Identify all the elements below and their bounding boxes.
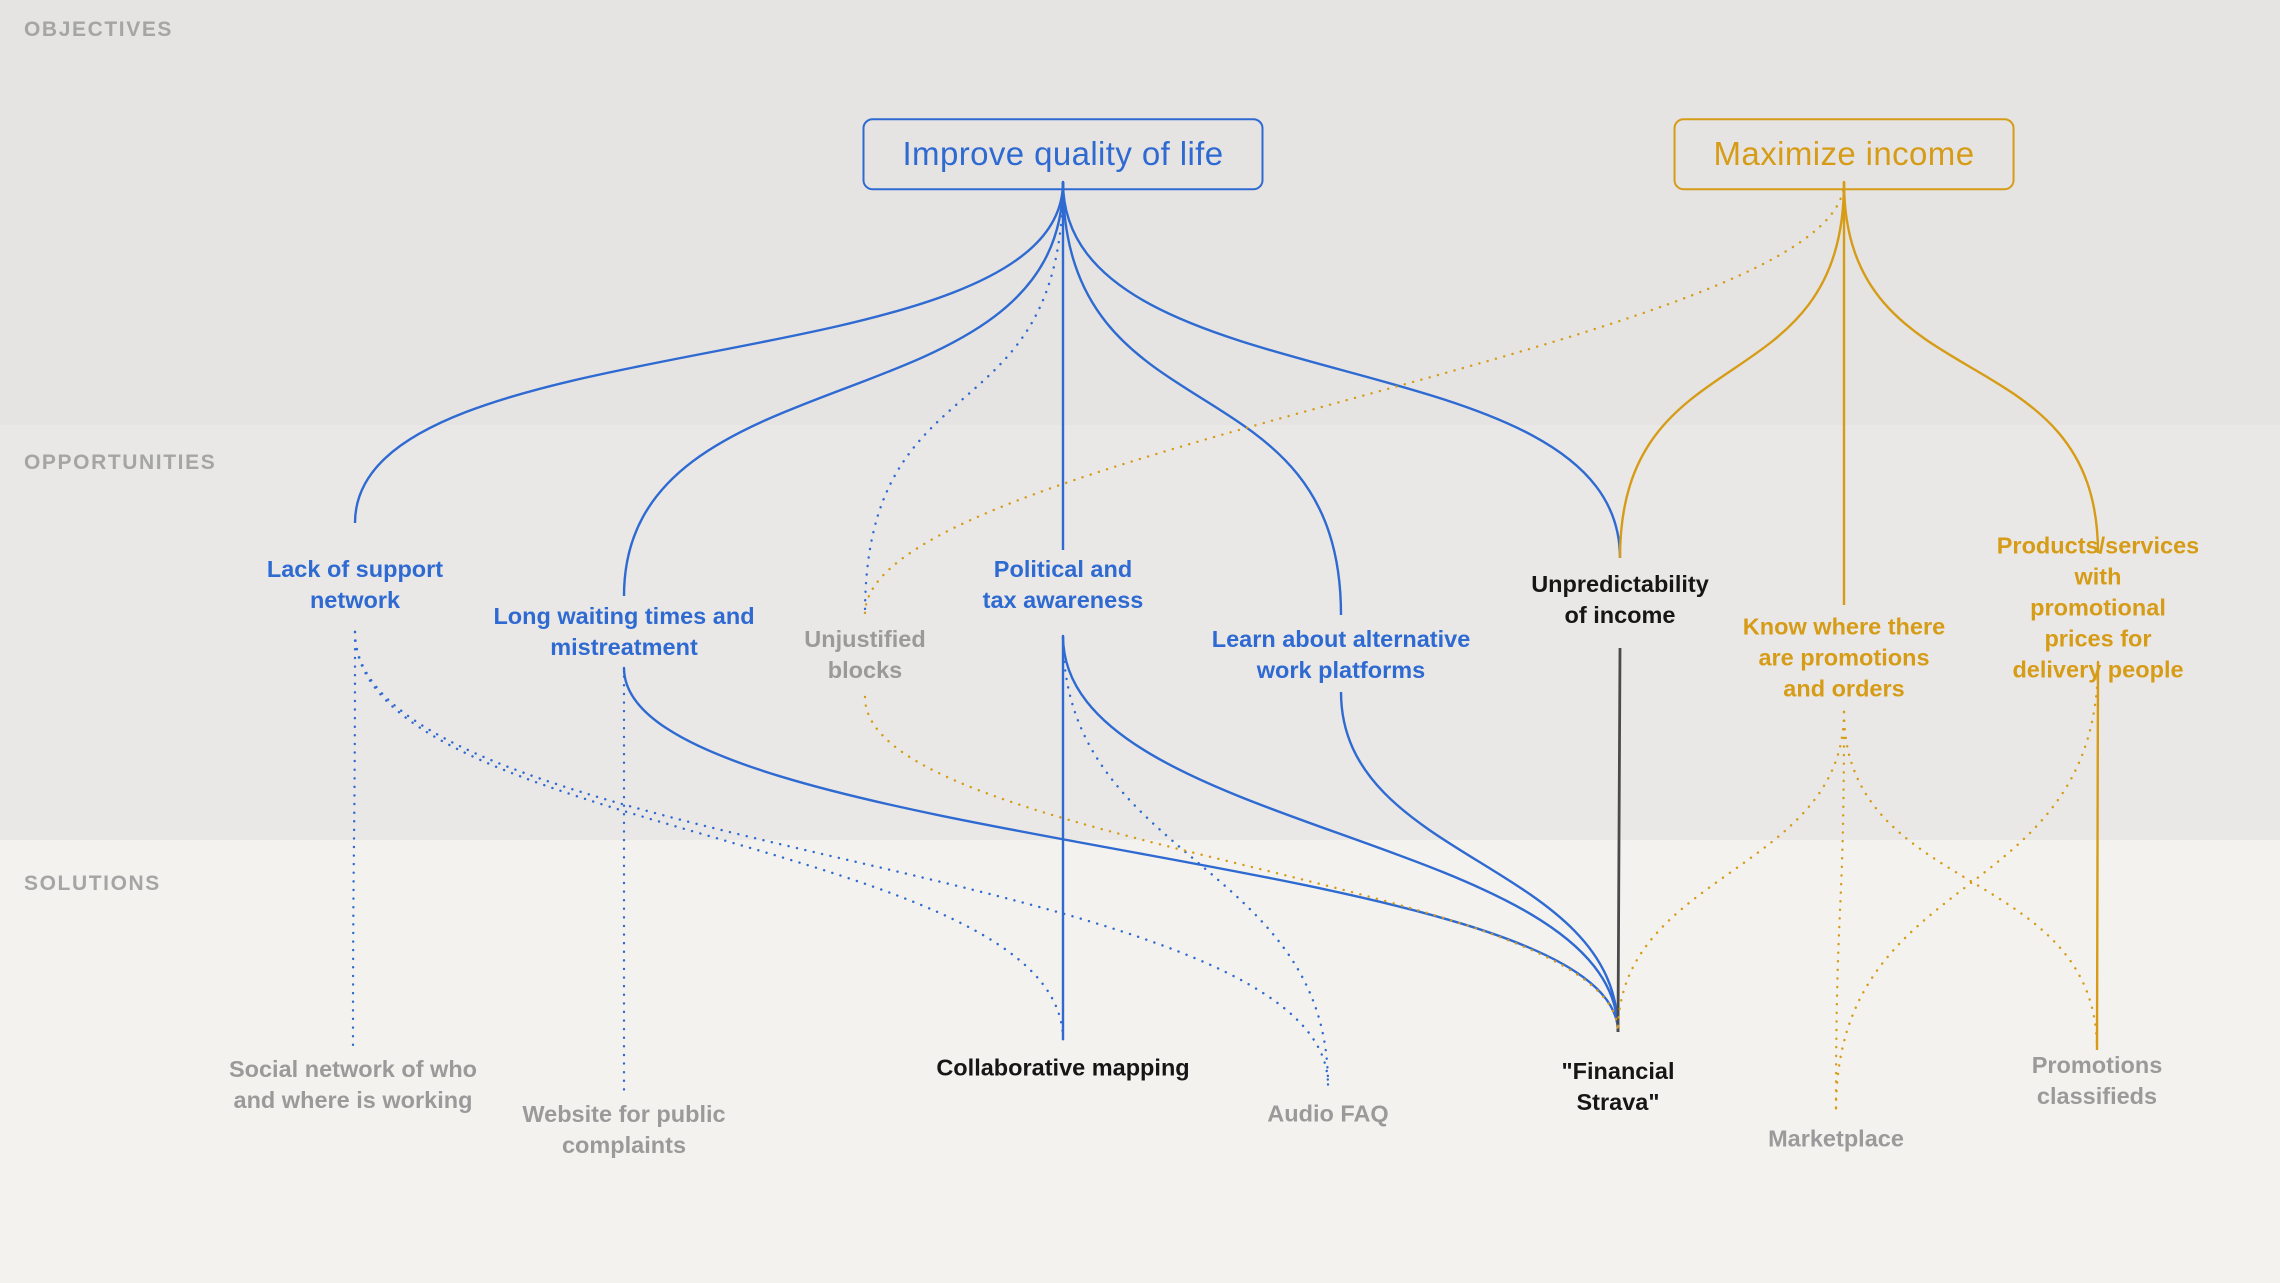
solutions-band: SOLUTIONS xyxy=(0,840,2280,1283)
opportunities-band-label: OPPORTUNITIES xyxy=(24,451,217,474)
edge-improve-quality-to-learn-platforms xyxy=(1061,181,1343,616)
node-know-promotions[interactable]: Know where there are promotions and orde… xyxy=(1742,613,1946,702)
edge-learn-platforms-to-financial-strava xyxy=(1339,691,1620,1033)
node-audio-faq[interactable]: Audio FAQ xyxy=(1267,1100,1389,1127)
node-unjustified-blocks[interactable]: Unjustified blocks xyxy=(804,625,926,683)
node-social-network[interactable]: Social network of who and where is worki… xyxy=(228,1055,478,1113)
edge-maximize-income-to-unjustified-blocks xyxy=(863,180,1846,616)
opportunities-band: OPPORTUNITIES xyxy=(0,425,2280,840)
edge-improve-quality-to-unpredictability xyxy=(1061,181,1622,559)
edge-maximize-income-to-unpredictability xyxy=(1618,181,1846,559)
edge-know-promotions-to-marketplace xyxy=(1834,710,1846,1112)
node-website-complaints[interactable]: Website for public complaints xyxy=(522,1100,726,1158)
node-marketplace[interactable]: Marketplace xyxy=(1768,1125,1904,1152)
edge-long-waiting-to-financial-strava xyxy=(622,667,1620,1033)
edge-improve-quality-to-long-waiting xyxy=(622,181,1065,597)
objectives-band-label: OBJECTIVES xyxy=(24,18,174,41)
node-lack-support[interactable]: Lack of support network xyxy=(266,555,444,613)
edge-lack-support-to-collaborative-mapping xyxy=(353,630,1065,1042)
edge-know-promotions-to-promotions-classifieds xyxy=(1842,710,2099,1052)
edge-unjustified-blocks-to-financial-strava xyxy=(863,695,1620,1034)
node-financial-strava[interactable]: "Financial Strava" xyxy=(1561,1057,1675,1115)
node-improve-quality[interactable]: Improve quality of life xyxy=(862,118,1264,190)
edge-lack-support-to-social-network xyxy=(351,630,357,1050)
edge-improve-quality-to-lack-support xyxy=(353,181,1065,524)
edge-products-services-to-promotions-classifieds xyxy=(2095,661,2100,1051)
edge-unpredictability-to-financial-strava xyxy=(1616,647,1622,1033)
edge-political-tax-to-financial-strava xyxy=(1061,635,1620,1033)
node-unpredictability[interactable]: Unpredictability of income xyxy=(1531,570,1709,628)
node-promotions-classifieds[interactable]: Promotions classifieds xyxy=(2031,1051,2163,1109)
edge-know-promotions-to-financial-strava xyxy=(1616,710,1846,1034)
objectives-band: OBJECTIVES xyxy=(0,0,2280,425)
node-maximize-income[interactable]: Maximize income xyxy=(1673,118,2015,190)
node-collaborative-mapping[interactable]: Collaborative mapping xyxy=(936,1054,1190,1081)
node-long-waiting[interactable]: Long waiting times and mistreatment xyxy=(493,602,755,660)
edge-maximize-income-to-products-services xyxy=(1842,181,2100,554)
edge-political-tax-to-audio-faq xyxy=(1061,634,1330,1087)
node-products-services[interactable]: Products/services with promotional price… xyxy=(1996,532,2200,683)
solutions-band-label: SOLUTIONS xyxy=(24,872,161,895)
node-political-tax[interactable]: Political and tax awareness xyxy=(982,555,1144,613)
node-learn-platforms[interactable]: Learn about alternative work platforms xyxy=(1211,625,1471,683)
